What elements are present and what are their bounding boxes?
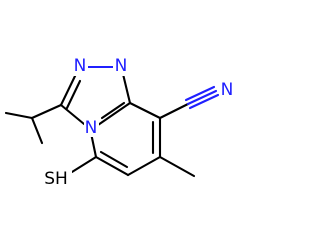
triazole-n4-c8a-double: [100, 101, 126, 120]
nitrogen-label-top-left: N: [74, 56, 87, 76]
chemical-structure: N N N N SH: [4, 56, 235, 189]
pyridine-c8a-c8-bond: [128, 101, 162, 120]
methyl-bond: [158, 155, 196, 178]
nitrile-triple-upper: [184, 85, 216, 102]
isopropyl-bond-down: [30, 116, 44, 145]
nitrogen-label-nitrile: N: [221, 80, 234, 100]
pyridine-c6-c5-bond: [94, 155, 130, 177]
isopropyl-bond-left: [4, 111, 34, 120]
nitrogen-label-bridge: N: [85, 118, 98, 138]
n-top-left-background: [72, 56, 88, 76]
triazole-c3-n2-double: [65, 79, 82, 110]
triazole-c3-n2-bond: [59, 72, 78, 107]
n-nitrile-background: [219, 80, 235, 100]
nitrile-triple-lower: [188, 93, 220, 110]
nitrile-carbon-bond: [158, 102, 190, 120]
pyridine-c7-c6-bond: [126, 155, 162, 177]
n-bridge-background: [84, 118, 99, 137]
nitrogen-label-top-right: N: [115, 56, 128, 76]
sh-background: [42, 169, 72, 189]
triazole-n1-c8a-bond: [121, 72, 132, 105]
sulfur-label: SH: [44, 169, 68, 189]
isopropyl-bond-ring: [30, 103, 63, 120]
triazole-n4-c8a-bond: [96, 101, 132, 127]
n-top-right-background: [113, 56, 129, 76]
pyridine-c6-c5-double: [99, 150, 129, 169]
thiol-bond: [70, 155, 98, 174]
triazole-c3-n4-bond: [59, 103, 86, 126]
nitrile-triple-middle: [186, 89, 218, 106]
